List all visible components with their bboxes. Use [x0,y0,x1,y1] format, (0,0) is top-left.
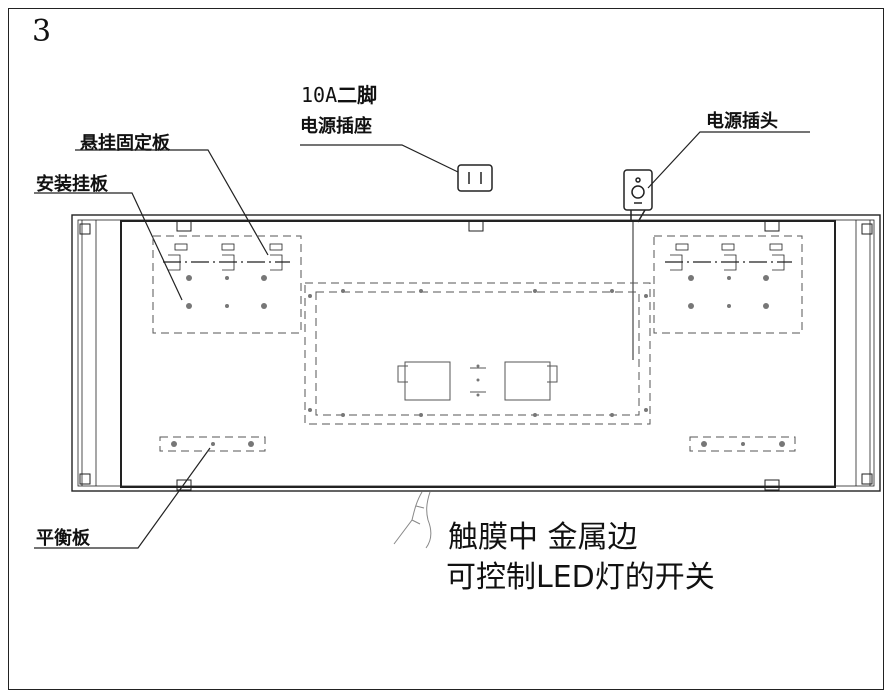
outlet-rating: 10A [301,83,338,107]
outlet-label-line2: 电源插座 [300,116,372,137]
step-number: 3 [32,14,52,49]
touch-note-line1: 触膜中 金属边 [448,520,638,555]
power-plug-leader [647,131,810,189]
balance-plate-left [159,436,266,452]
balance-plate-right [689,436,796,452]
power-plug-icon [623,169,653,360]
outlet-type: 二脚 [337,83,378,107]
touch-note-line2: 可控制LED灯的开关 [446,560,715,595]
balance-plate-leader [34,447,211,549]
mounting-plate-right [653,235,803,334]
wall-outlet-icon [457,164,493,192]
mounting-plate-left [152,235,302,334]
center-plate-inner [315,291,640,416]
mounting-plate-leader [34,192,183,301]
driver-boxes [397,361,558,401]
mounting-plate-label: 安装挂板 [36,174,108,195]
center-plate-outer [304,282,651,425]
hanging-plate-leader [75,149,269,256]
outlet-leader [300,144,459,173]
hanging-plate-label: 悬挂固定板 [80,133,170,154]
mirror-body [71,214,881,492]
touch-hand-icon [393,491,432,549]
power-plug-label: 电源插头 [706,111,778,132]
balance-plate-label: 平衡板 [36,528,90,549]
outlet-label-line1: 10A二脚 [301,79,377,108]
